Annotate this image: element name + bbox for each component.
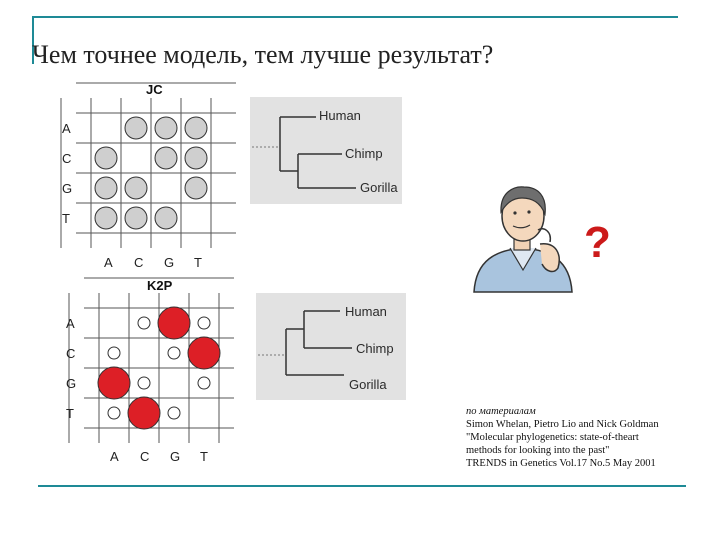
matrix-cell-circle-c-a	[94, 146, 118, 170]
k2p-row-label-a: A	[66, 316, 75, 331]
jc-matrix-title: JC	[146, 82, 163, 97]
tree-bottom-label-human: Human	[345, 304, 387, 319]
k2p-matrix-title: K2P	[147, 278, 173, 293]
matrix-cell-circle-g-c	[137, 376, 151, 390]
k2p-col-label-t: T	[200, 449, 208, 464]
k2p-row-label-t: T	[66, 406, 74, 421]
k2p-matrix	[68, 277, 234, 443]
jc-row-label-t: T	[62, 211, 70, 226]
jc-col-label-a: A	[104, 255, 113, 270]
k2p-row-label-g: G	[66, 376, 77, 391]
matrix-cell-circle-t-c	[127, 396, 161, 430]
jc-matrix	[60, 82, 236, 248]
bottom-accent-line	[38, 485, 686, 487]
jc-col-label-t: T	[194, 255, 202, 270]
k2p-col-label-c: C	[140, 449, 150, 464]
slide-title: Чем точнее модель, тем лучше результат?	[32, 40, 494, 69]
matrix-cell-circle-c-a	[107, 346, 121, 360]
matrix-cell-circle-t-g	[154, 206, 178, 230]
citation-line: Simon Whelan, Pietro Lio and Nick Goldma…	[466, 419, 659, 430]
matrix-cell-circle-c-t	[187, 336, 221, 370]
question-mark: ?	[584, 218, 611, 267]
matrix-cell-circle-a-g	[157, 306, 191, 340]
matrix-cell-circle-g-a	[97, 366, 131, 400]
matrix-cell-circle-a-t	[197, 316, 211, 330]
citation-prefix: по материалам	[466, 406, 536, 417]
matrix-cell-circle-a-c	[137, 316, 151, 330]
citation-line: methods for looking into the past"	[466, 445, 610, 456]
tree-top-label-gorilla: Gorilla	[360, 180, 398, 195]
citation: по материалам Simon Whelan, Pietro Lio a…	[466, 405, 701, 470]
tree-top-label-human: Human	[319, 108, 361, 123]
matrix-cell-circle-g-t	[184, 176, 208, 200]
matrix-cell-circle-c-t	[184, 146, 208, 170]
jc-row-label-a: A	[62, 121, 71, 136]
matrix-cell-circle-t-a	[107, 406, 121, 420]
left-accent-line	[32, 16, 34, 64]
thinking-person-illustration	[473, 186, 573, 293]
citation-line: "Molecular phylogenetics: state-of-thear…	[466, 432, 639, 443]
matrix-cell-circle-c-g	[167, 346, 181, 360]
k2p-col-label-a: A	[110, 449, 119, 464]
matrix-cell-circle-c-g	[154, 146, 178, 170]
matrix-cell-circle-a-c	[124, 116, 148, 140]
tree-bottom-label-chimp: Chimp	[356, 341, 394, 356]
citation-line: TRENDS in Genetics Vol.17 No.5 May 2001	[466, 458, 656, 469]
matrix-cell-circle-t-g	[167, 406, 181, 420]
k2p-col-label-g: G	[170, 449, 181, 464]
k2p-row-label-c: C	[66, 346, 76, 361]
matrix-cell-circle-g-c	[124, 176, 148, 200]
tree-bottom-label-gorilla: Gorilla	[349, 377, 387, 392]
tree-top-label-chimp: Chimp	[345, 146, 383, 161]
tree-branches-top	[252, 116, 356, 189]
tree-panel-top	[250, 97, 402, 204]
top-accent-line	[32, 16, 678, 18]
jc-row-label-c: C	[62, 151, 72, 166]
jc-row-label-g: G	[62, 181, 73, 196]
jc-col-label-c: C	[134, 255, 144, 270]
tree-branches-bottom	[258, 310, 352, 376]
matrix-cell-circle-a-g	[154, 116, 178, 140]
matrix-cell-circle-a-t	[184, 116, 208, 140]
matrix-cell-circle-t-c	[124, 206, 148, 230]
matrix-cell-circle-g-a	[94, 176, 118, 200]
matrix-cell-circle-t-a	[94, 206, 118, 230]
matrix-cell-circle-g-t	[197, 376, 211, 390]
jc-col-label-g: G	[164, 255, 175, 270]
